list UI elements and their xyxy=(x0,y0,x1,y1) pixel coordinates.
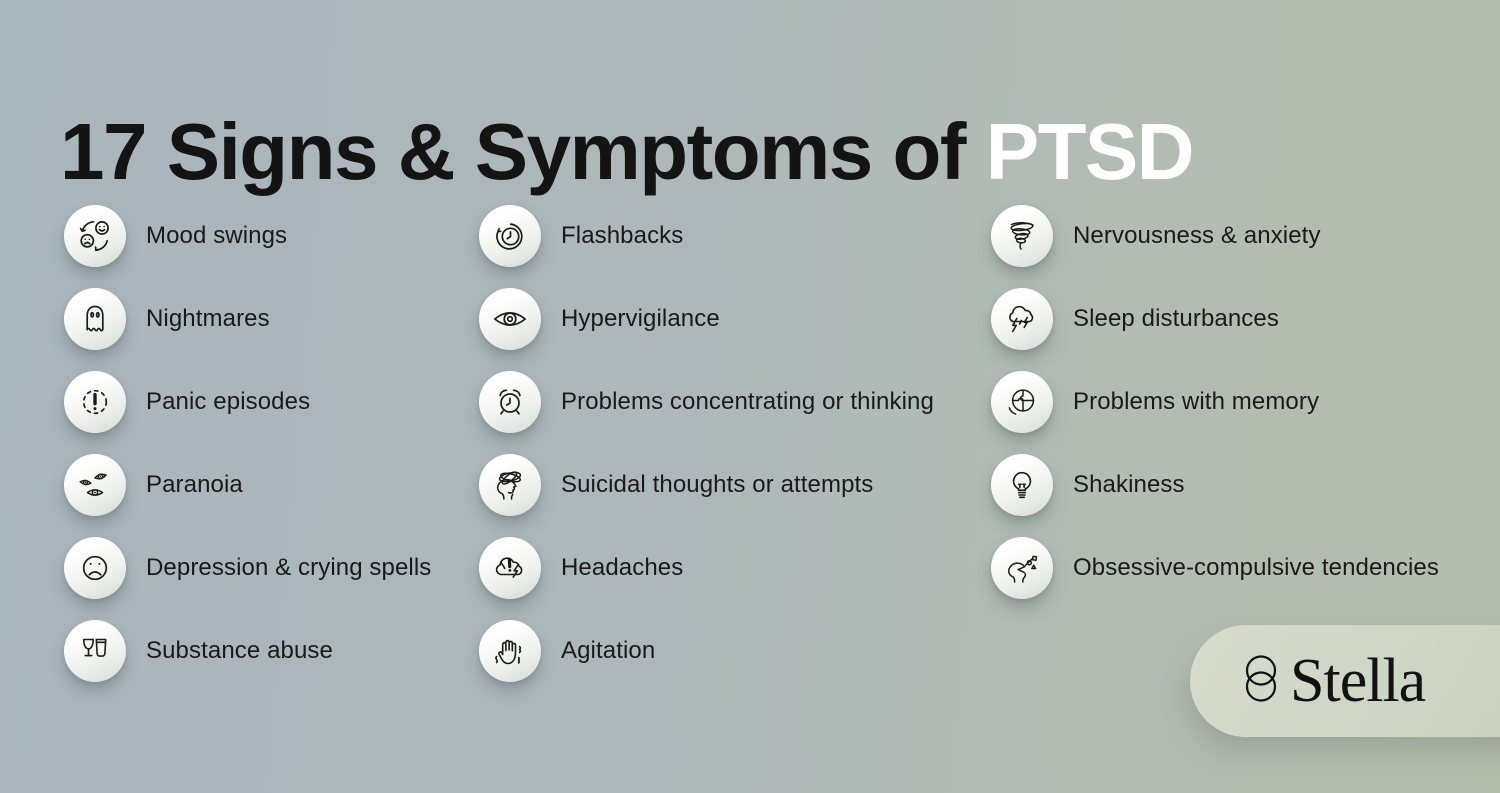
symptom-item: Sleep disturbances xyxy=(991,288,1439,350)
symptom-item: Nervousness & anxiety xyxy=(991,205,1439,267)
stella-overlapping-circles-icon xyxy=(1242,654,1280,708)
paranoia-eyes-icon xyxy=(64,454,126,516)
symptom-label: Shakiness xyxy=(1073,471,1185,498)
title-highlight: PTSD xyxy=(985,106,1195,196)
symptom-label: Problems with memory xyxy=(1073,388,1320,415)
drinks-icon xyxy=(64,620,126,682)
storm-exclamation-cloud-icon xyxy=(479,537,541,599)
symptom-label: Mood swings xyxy=(146,222,288,249)
symptom-label: Suicidal thoughts or attempts xyxy=(561,471,874,498)
lightbulb-icon xyxy=(991,454,1053,516)
alarm-clock-icon xyxy=(479,371,541,433)
brand-name: Stella xyxy=(1290,646,1426,715)
title-text: 17 Signs & Symptoms of xyxy=(60,106,966,196)
symptom-item: Mood swings xyxy=(64,205,431,267)
symptom-column-3: Nervousness & anxiety Sleep disturbances xyxy=(991,205,1439,620)
panic-exclamation-icon xyxy=(64,371,126,433)
symptom-label: Substance abuse xyxy=(146,637,333,664)
symptom-item: Shakiness xyxy=(991,454,1439,516)
mood-swings-icon xyxy=(64,205,126,267)
symptom-label: Problems concentrating or thinking xyxy=(561,388,934,415)
symptom-label: Agitation xyxy=(561,637,656,664)
symptom-item: Agitation xyxy=(479,620,934,682)
symptom-item: Hypervigilance xyxy=(479,288,934,350)
symptom-item: Obsessive-compulsive tendencies xyxy=(991,537,1439,599)
rewind-clock-icon xyxy=(479,205,541,267)
symptom-label: Flashbacks xyxy=(561,222,684,249)
symptom-item: Depression & crying spells xyxy=(64,537,431,599)
symptom-item: Nightmares xyxy=(64,288,431,350)
tornado-icon xyxy=(991,205,1053,267)
symptom-label: Depression & crying spells xyxy=(146,554,432,581)
symptom-item: Panic episodes xyxy=(64,371,431,433)
symptom-item: Flashbacks xyxy=(479,205,934,267)
symptom-label: Obsessive-compulsive tendencies xyxy=(1073,554,1439,581)
symptom-item: Suicidal thoughts or attempts xyxy=(479,454,934,516)
symptom-item: Paranoia xyxy=(64,454,431,516)
brand-pill: Stella xyxy=(1190,625,1500,737)
page-title: 17 Signs & Symptoms of PTSD xyxy=(60,106,1195,196)
symptom-label: Nightmares xyxy=(146,305,270,332)
symptom-label: Sleep disturbances xyxy=(1073,305,1279,332)
symptom-column-2: Flashbacks Hypervigilance xyxy=(479,205,934,703)
symptom-label: Hypervigilance xyxy=(561,305,720,332)
symptom-item: Problems concentrating or thinking xyxy=(479,371,934,433)
puzzle-circle-icon xyxy=(991,371,1053,433)
symptom-label: Paranoia xyxy=(146,471,243,498)
thundercloud-icon xyxy=(991,288,1053,350)
symptom-column-1: Mood swings Nightmares Panic episode xyxy=(64,205,431,703)
symptom-label: Panic episodes xyxy=(146,388,311,415)
symptom-item: Substance abuse xyxy=(64,620,431,682)
tangled-head-icon xyxy=(479,454,541,516)
symptom-item: Headaches xyxy=(479,537,934,599)
nightmares-ghost-icon xyxy=(64,288,126,350)
shaking-hand-icon xyxy=(479,620,541,682)
head-shapes-icon xyxy=(991,537,1053,599)
symptom-label: Headaches xyxy=(561,554,684,581)
symptom-label: Nervousness & anxiety xyxy=(1073,222,1321,249)
eye-icon xyxy=(479,288,541,350)
symptom-item: Problems with memory xyxy=(991,371,1439,433)
sad-face-icon xyxy=(64,537,126,599)
